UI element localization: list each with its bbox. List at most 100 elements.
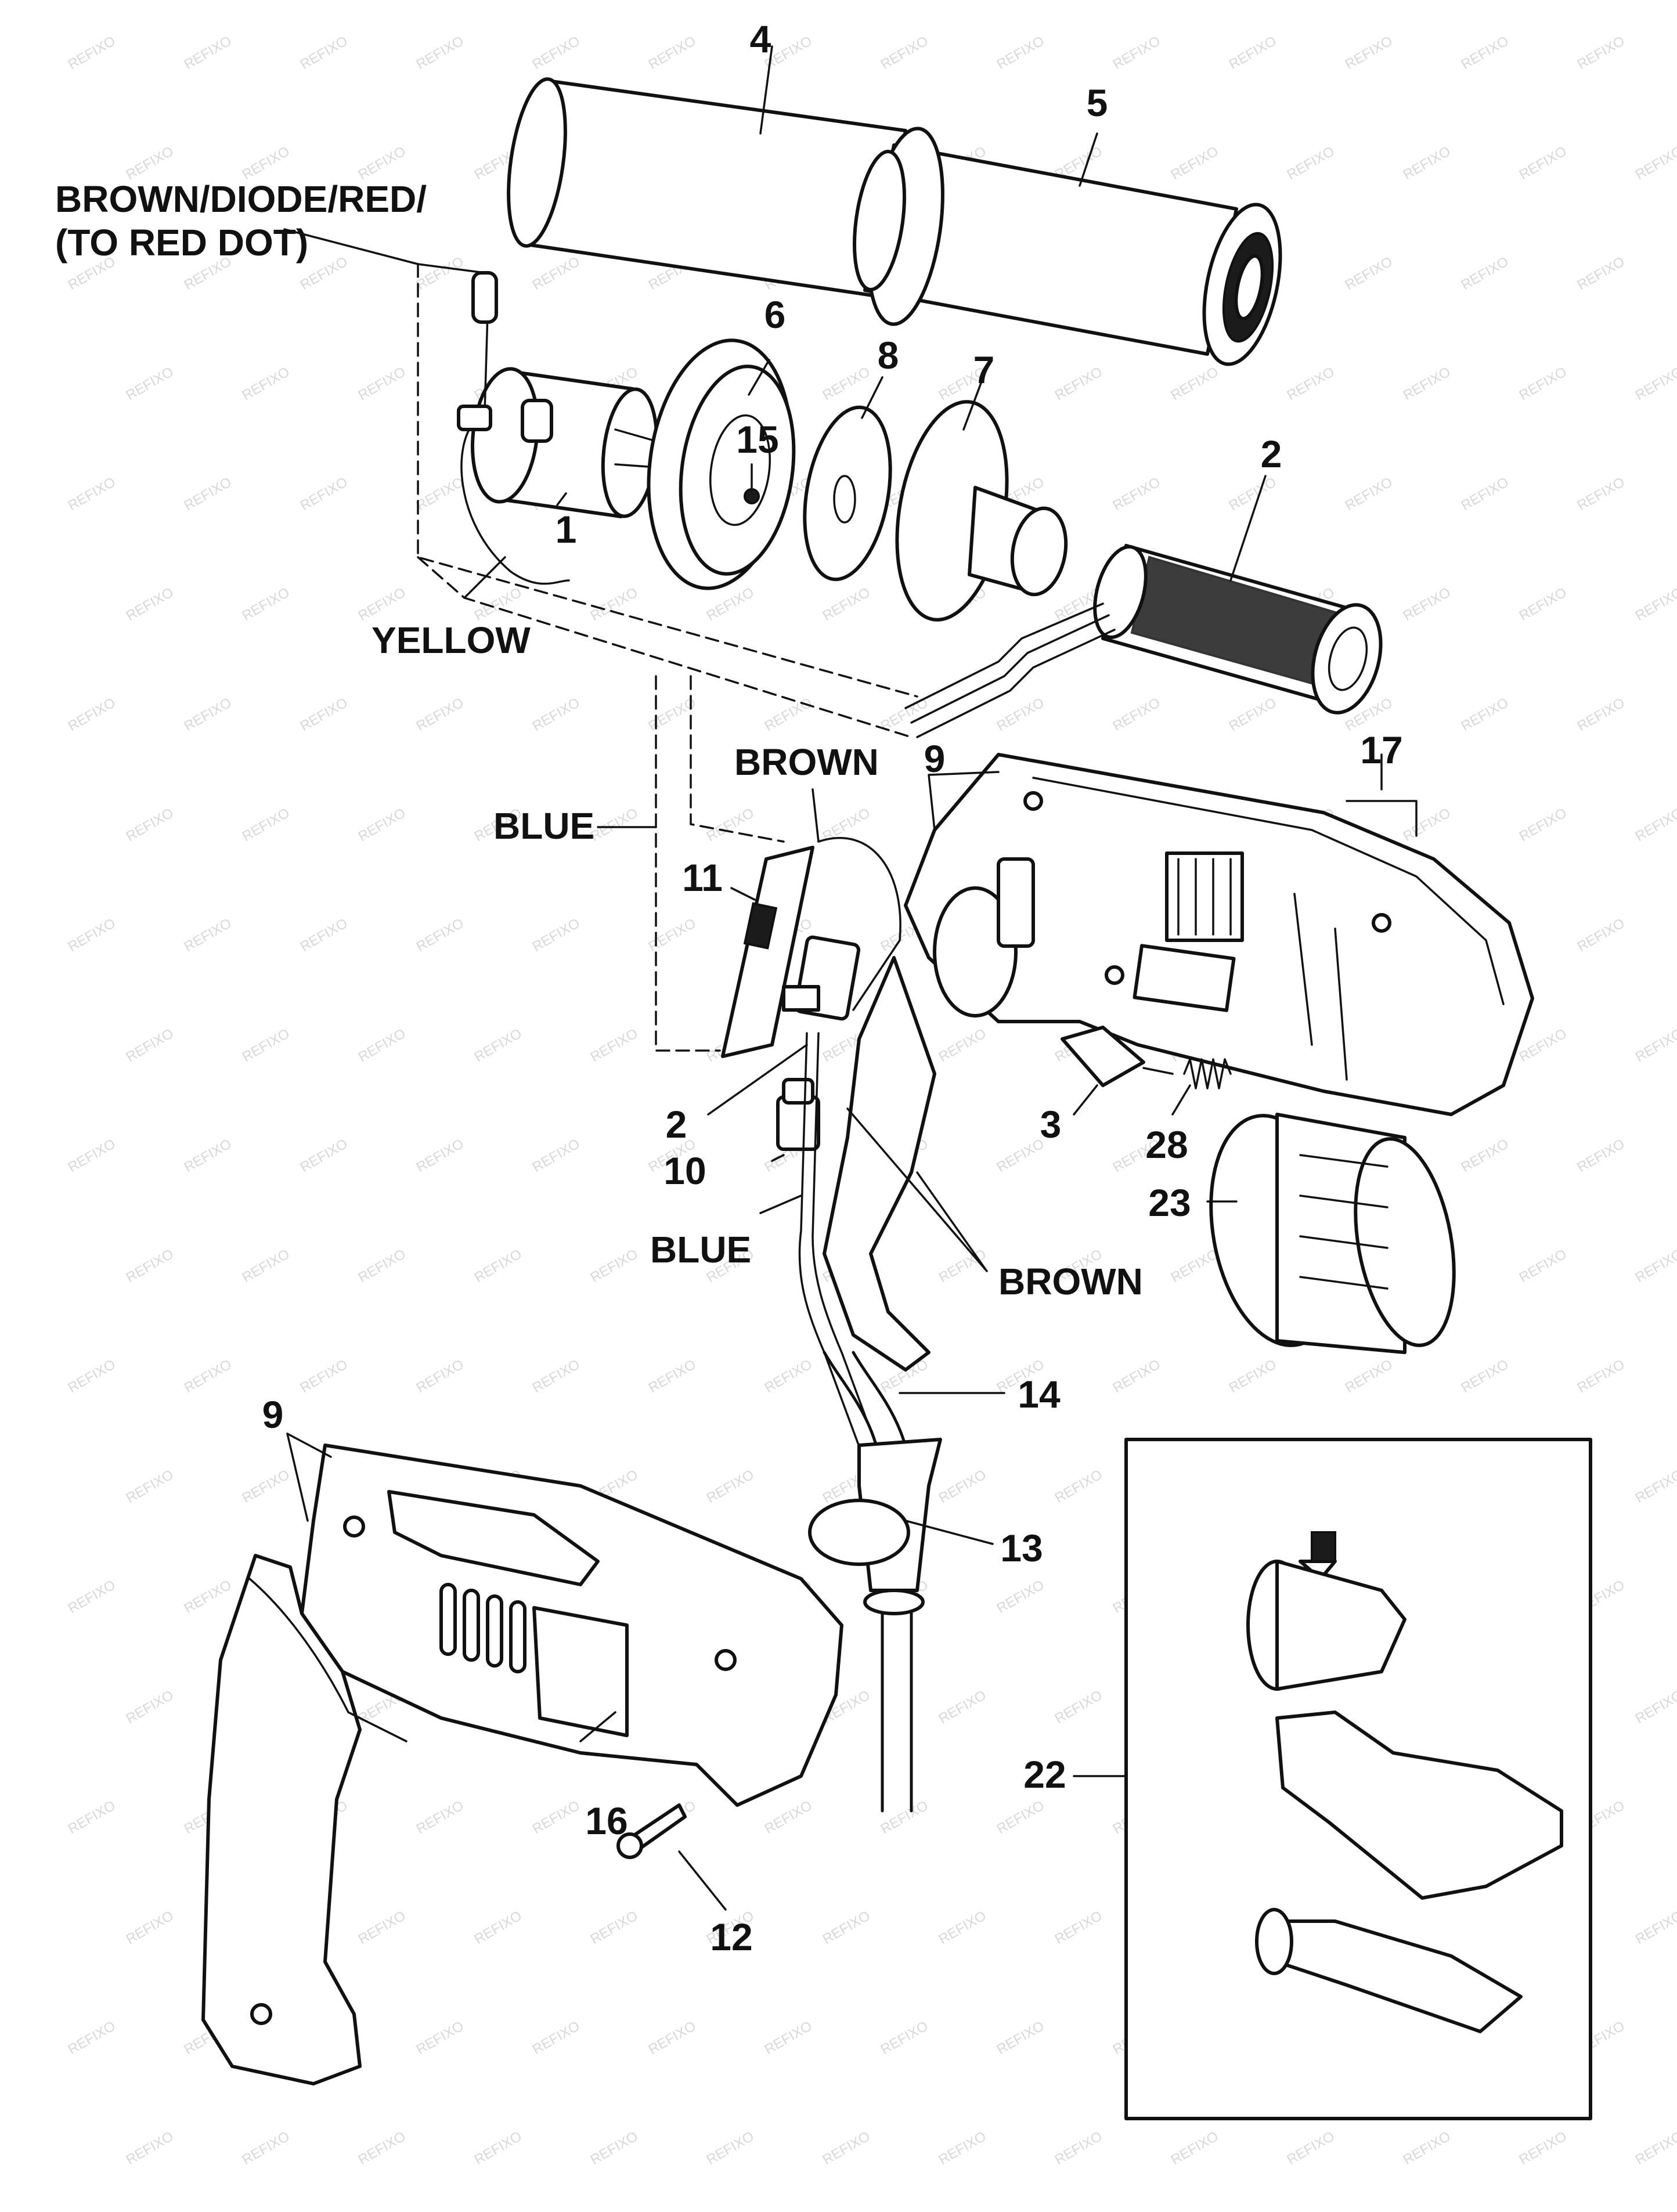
watermark-text: REFIXO: [1633, 143, 1677, 183]
watermark-text: REFIXO: [240, 2128, 293, 2168]
watermark-text: REFIXO: [1459, 1136, 1512, 1175]
watermark-text: REFIXO: [936, 1467, 989, 1506]
watermark-text: REFIXO: [124, 584, 176, 624]
label-9-lower: 9: [262, 1393, 284, 1436]
part-2-switch: [782, 935, 861, 1021]
watermark-text: REFIXO: [1401, 143, 1454, 183]
watermark-text: REFIXO: [530, 2018, 583, 2058]
watermark-text: REFIXO: [240, 1467, 293, 1506]
wire-label-brown-bottom: BROWN: [998, 1261, 1143, 1302]
watermark-text: REFIXO: [66, 33, 118, 73]
watermark-text: REFIXO: [1401, 584, 1454, 624]
part-4-sleeve: [507, 77, 907, 298]
part-23-vent-ring: [1209, 1113, 1456, 1354]
watermark-text: REFIXO: [182, 915, 235, 955]
watermark-text: REFIXO: [1052, 364, 1105, 403]
watermark-text: REFIXO: [530, 1798, 583, 1837]
watermark-text: REFIXO: [1459, 1356, 1512, 1396]
watermark-text: REFIXO: [588, 1026, 641, 1065]
watermark-text: REFIXO: [1575, 915, 1628, 955]
wire-label-to-red-dot: (TO RED DOT): [55, 222, 308, 264]
wire-label-yellow: YELLOW: [372, 619, 531, 661]
watermark-text: REFIXO: [1633, 364, 1677, 403]
watermark-text: REFIXO: [356, 1026, 409, 1065]
watermark-text: REFIXO: [704, 1467, 757, 1506]
part-8-fan: [803, 405, 892, 582]
watermark-text: REFIXO: [588, 1908, 641, 1947]
label-13: 13: [1000, 1527, 1043, 1569]
watermark-text: REFIXO: [1227, 1356, 1279, 1396]
label-28: 28: [1145, 1123, 1188, 1166]
watermark-text: REFIXO: [1227, 474, 1279, 514]
watermark-text: REFIXO: [1169, 1246, 1221, 1286]
watermark-text: REFIXO: [820, 584, 873, 624]
watermark-text: REFIXO: [762, 2018, 815, 2058]
watermark-text: REFIXO: [1169, 143, 1221, 183]
watermark-text: REFIXO: [530, 33, 583, 73]
watermark-text: REFIXO: [936, 1687, 989, 1727]
watermark-text: REFIXO: [1052, 2128, 1105, 2168]
watermark-text: REFIXO: [1575, 254, 1628, 293]
watermark-text: REFIXO: [994, 1798, 1047, 1837]
watermark-text: REFIXO: [530, 1356, 583, 1396]
part-9-housing-right: [904, 753, 1534, 1116]
watermark-text: REFIXO: [936, 1246, 989, 1286]
watermark-text: REFIXO: [124, 1467, 176, 1506]
label-7: 7: [973, 348, 995, 391]
watermark-text: REFIXO: [878, 1798, 931, 1837]
watermark-text: REFIXO: [1575, 1356, 1628, 1396]
part-11-switch-plate: [721, 846, 814, 1058]
watermark-text: REFIXO: [472, 1246, 525, 1286]
watermark-text: REFIXO: [66, 695, 118, 734]
watermark-text: REFIXO: [1110, 33, 1163, 73]
part-5-nozzle-tube: [853, 127, 1282, 366]
wire-label-blue-top: BLUE: [493, 805, 594, 847]
watermark-text: REFIXO: [1633, 584, 1677, 624]
watermark-text: REFIXO: [936, 1026, 989, 1065]
watermark-text: REFIXO: [1517, 1246, 1570, 1286]
watermark-text: REFIXO: [182, 1136, 235, 1175]
watermark-text: REFIXO: [1459, 474, 1512, 514]
watermark-text: REFIXO: [1052, 1687, 1105, 1727]
watermark-text: REFIXO: [182, 695, 235, 734]
watermark-text: REFIXO: [1343, 1356, 1395, 1396]
watermark-text: REFIXO: [66, 2018, 118, 2058]
watermark-text: REFIXO: [1052, 1908, 1105, 1947]
watermark-text: REFIXO: [1633, 2128, 1677, 2168]
watermark-text: REFIXO: [240, 1026, 293, 1065]
watermark-text: REFIXO: [1575, 474, 1628, 514]
label-2-heater: 2: [1261, 432, 1282, 475]
watermark-text: REFIXO: [124, 805, 176, 845]
watermark-text: REFIXO: [356, 1908, 409, 1947]
watermark-text: REFIXO: [1110, 474, 1163, 514]
watermark-text: REFIXO: [414, 695, 467, 734]
watermark-text: REFIXO: [414, 915, 467, 955]
part-3-switch-button: [1061, 1026, 1174, 1087]
watermark-text: REFIXO: [1633, 1687, 1677, 1727]
part-1-motor: [470, 367, 659, 518]
watermark-text: REFIXO: [1227, 33, 1279, 73]
part-22-accessory-box: [1124, 1438, 1592, 2120]
watermark-text: REFIXO: [646, 33, 699, 73]
watermark-text: REFIXO: [182, 1577, 235, 1616]
watermark-text: REFIXO: [936, 2128, 989, 2168]
wire-labels: BROWN/DIODE/RED/ (TO RED DOT) YELLOW BRO…: [55, 178, 1143, 1302]
label-3: 3: [1040, 1103, 1062, 1146]
wire-label-brown-top: BROWN: [734, 741, 879, 783]
watermark-text: REFIXO: [530, 695, 583, 734]
part-number-labels: 4 5 6 8 7 15 2 1 9 17 11 2 3 28 10 23 14…: [262, 17, 1403, 1958]
label-12: 12: [710, 1915, 752, 1958]
watermark-text: REFIXO: [1517, 143, 1570, 183]
watermark-text: REFIXO: [1633, 1908, 1677, 1947]
wire-label-brown-diode-red: BROWN/DIODE/RED/: [55, 178, 427, 220]
watermark-text: REFIXO: [646, 2018, 699, 2058]
watermark-text: REFIXO: [1633, 1246, 1677, 1286]
watermark-text: REFIXO: [414, 33, 467, 73]
label-1: 1: [556, 508, 577, 551]
watermark-text: REFIXO: [240, 1246, 293, 1286]
watermark-text: REFIXO: [472, 1026, 525, 1065]
watermark-text: REFIXO: [1401, 364, 1454, 403]
watermark-text: REFIXO: [1575, 33, 1628, 73]
part-2-heating-element: [1093, 544, 1383, 715]
